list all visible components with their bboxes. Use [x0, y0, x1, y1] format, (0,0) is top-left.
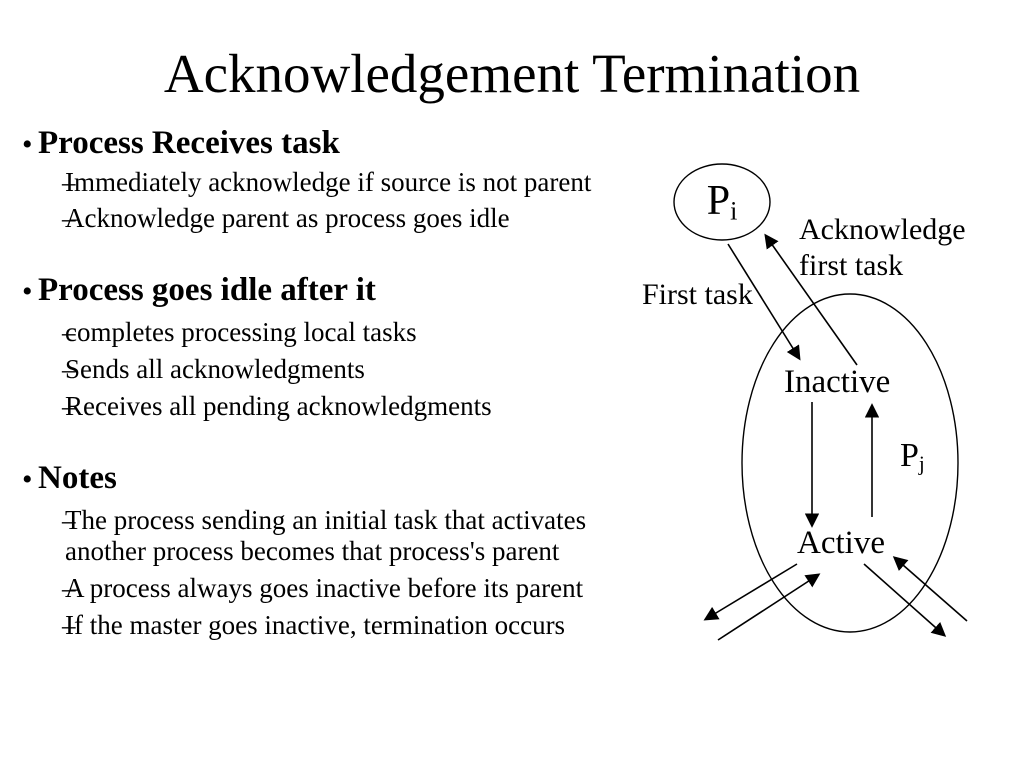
sub-bullet: – Receives all pending acknowledgments — [20, 391, 745, 422]
sub-bullet: – completes processing local tasks — [20, 317, 745, 348]
bullet-heading: • Notes — [20, 460, 698, 497]
process-j-subscript: j — [918, 451, 925, 476]
process-j-label: Pj — [900, 436, 925, 484]
sub-bullet: – The process sending an initial task th… — [20, 505, 745, 567]
sub-bullet: – A process always goes inactive before … — [20, 573, 745, 604]
dash-marker: – — [62, 505, 76, 535]
dash-marker: – — [62, 391, 76, 421]
sub-bullet-text: If the master goes inactive, termination… — [65, 610, 566, 640]
sub-bullet: – Immediately acknowledge if source is n… — [20, 167, 745, 198]
sub-bullet-text: Receives all pending acknowledgments — [65, 391, 492, 421]
bullet-marker: • — [22, 275, 33, 308]
ack-first-task-label: Acknowledge first task — [799, 212, 966, 284]
ack-label-line: first task — [799, 249, 904, 282]
sub-bullet-text: Sends all acknowledgments — [65, 354, 365, 384]
dash-marker: – — [62, 610, 76, 640]
dash-marker: – — [62, 317, 76, 347]
sub-bullet: – If the master goes inactive, terminati… — [20, 610, 745, 641]
process-j-ellipse — [741, 293, 959, 633]
bullet-heading: • Process Receives task — [20, 125, 698, 162]
sub-bullet-text: another process becomes that process's p… — [65, 536, 560, 566]
sub-bullet-text: Immediately acknowledge if source is not… — [65, 167, 592, 197]
dash-marker: – — [62, 203, 76, 233]
inactive-state-label: Inactive — [784, 364, 891, 400]
process-j-base: P — [900, 437, 919, 474]
bullet-heading: • Process goes idle after it — [20, 272, 698, 309]
sub-bullet: – Sends all acknowledgments — [20, 354, 745, 385]
process-i-base: P — [706, 178, 731, 225]
process-i-label: Pi — [674, 166, 770, 238]
active-state-label: Active — [797, 525, 885, 561]
slide-title: Acknowledgement Termination — [163, 43, 861, 104]
first-task-label: First task — [642, 278, 753, 311]
dash-marker: – — [62, 573, 76, 603]
sub-bullet-text: completes processing local tasks — [65, 317, 417, 347]
sub-bullet: – Acknowledge parent as process goes idl… — [20, 203, 745, 234]
arrow-task-out-right — [863, 563, 947, 637]
process-i-subscript: i — [730, 196, 738, 226]
bullet-heading-text: Notes — [38, 460, 117, 496]
bullet-heading-text: Process Receives task — [38, 125, 340, 161]
sub-bullet-text: A process always goes inactive before it… — [65, 573, 584, 603]
arrow-task-in-right — [892, 556, 968, 622]
bullet-marker: • — [22, 463, 33, 496]
ack-label-line: Acknowledge — [799, 213, 966, 246]
bullet-heading-text: Process goes idle after it — [38, 272, 376, 308]
dash-marker: – — [62, 167, 76, 197]
sub-bullet-text: The process sending an initial task that… — [65, 505, 587, 535]
bullet-marker: • — [22, 128, 33, 161]
dash-marker: – — [62, 354, 76, 384]
sub-bullet-text: Acknowledge parent as process goes idle — [65, 203, 510, 233]
